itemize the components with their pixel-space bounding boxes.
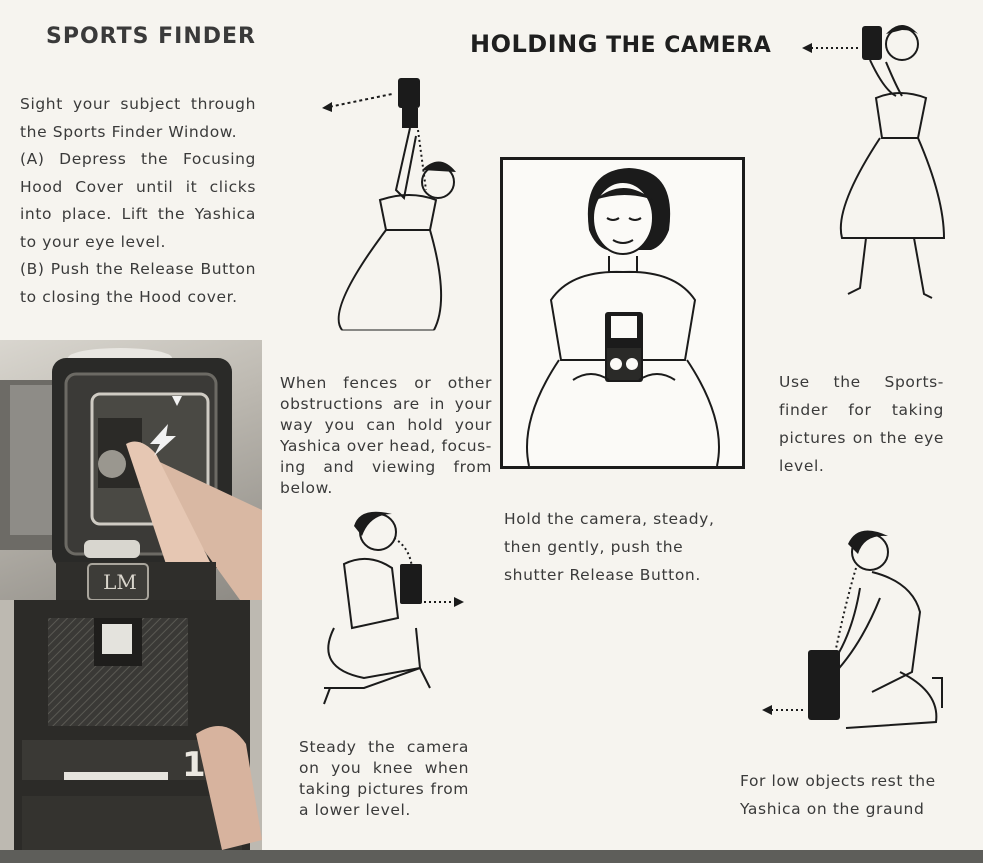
heading-word-holding: HOLDING xyxy=(470,30,598,58)
photo-hood-cover: LM xyxy=(0,340,262,602)
heading-word-camera: CAMERA xyxy=(664,33,772,58)
heading-sports-finder: SPORTS FINDER xyxy=(46,24,256,49)
brand-badge-lm: LM xyxy=(103,570,137,594)
illustration-knee xyxy=(314,508,474,718)
chest-hold-caption: Hold the camera, steady, then gently, pu… xyxy=(504,510,715,584)
illustration-overhead-hold xyxy=(318,70,478,340)
heading-word-the: THE xyxy=(606,33,657,58)
illustration-chest-hold-frame xyxy=(500,157,745,469)
arrow-overhead-icon xyxy=(322,93,393,112)
overhead-caption: When fences or other obstructions are in… xyxy=(280,374,492,497)
eye-level-caption: Use the Sports-finder for taking picture… xyxy=(779,373,944,475)
page-bottom-edge xyxy=(0,850,983,863)
arrow-eye-icon xyxy=(802,43,860,53)
knee-caption: Steady the camera on you knee when takin… xyxy=(299,738,469,819)
photo-release-button: 1 xyxy=(0,600,262,850)
frame-number: 1 xyxy=(182,745,206,785)
illustration-eye-level xyxy=(796,18,956,318)
illustration-ground xyxy=(760,528,950,738)
ground-caption: For low objects rest the Yashica on the … xyxy=(740,772,936,818)
arrow-knee-icon xyxy=(424,597,464,607)
arrow-ground-icon xyxy=(762,705,806,715)
arrow-indicator-icon xyxy=(150,424,176,456)
sports-finder-instructions: Sight your subject through the Sports Fi… xyxy=(20,95,256,306)
heading-holding-the-camera: HOLDING THE CAMERA xyxy=(470,30,771,58)
